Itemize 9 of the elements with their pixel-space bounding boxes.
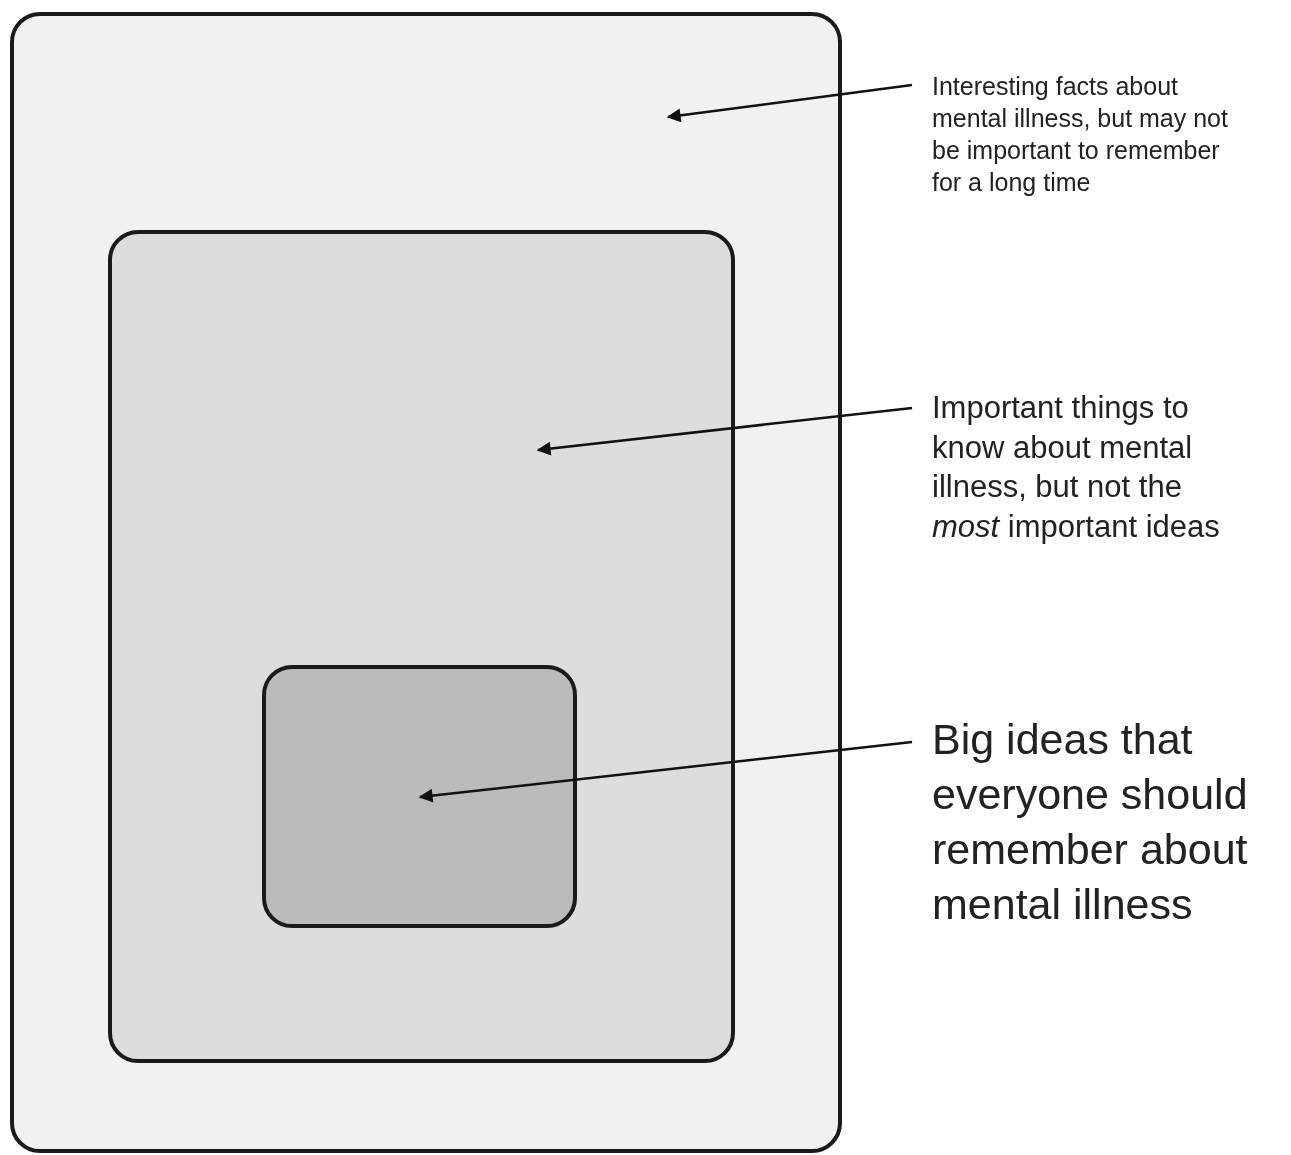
leader-arrow	[536, 406, 913, 456]
leader-arrow	[418, 740, 913, 803]
middle-panel	[108, 230, 735, 1063]
inner-panel	[262, 665, 577, 928]
callout-text: Important things to know about mental illness, but not the most important ideas	[932, 388, 1254, 547]
callout-text: Big ideas that everyone should remember about mental illness	[932, 712, 1290, 933]
outer-panel	[10, 12, 842, 1153]
leader-arrow	[666, 83, 913, 123]
callout-text: Interesting facts about mental illness, but may not be important to remember for a long time	[932, 70, 1232, 198]
